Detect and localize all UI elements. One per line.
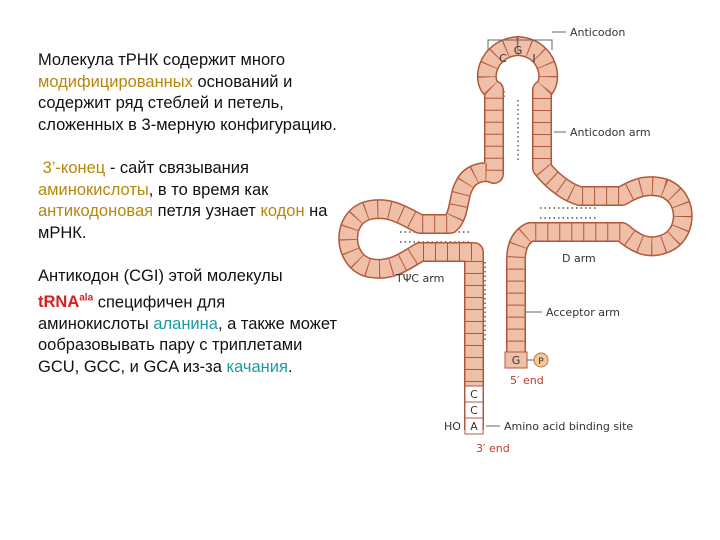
text-span: - сайт связывания <box>105 158 249 177</box>
ho-label: HO <box>444 420 461 433</box>
phosphate-label: P <box>538 357 544 367</box>
text-span: . <box>287 357 293 376</box>
highlight-wobble: качания <box>226 357 288 376</box>
three-prime-label: 3′ end <box>476 442 510 455</box>
anticodon-base-g: G <box>514 44 523 57</box>
text-span: петля узнает <box>153 202 261 221</box>
highlight-alanine: аланина <box>153 314 218 333</box>
trna-strand <box>338 36 693 430</box>
highlight-3-end: 3’-конец <box>42 158 106 177</box>
paragraph-anticodon: Антикодон (CGI) этой молекулы tRNAala сп… <box>38 266 338 378</box>
phosphate-icon <box>533 352 549 368</box>
highlight-anticodon: антикодоновая <box>38 202 154 221</box>
text-span: на мРНК. <box>38 202 328 242</box>
amino-site-label: Amino acid binding site <box>504 420 633 433</box>
tpsic-arm-label: TΨC arm <box>395 272 444 285</box>
acceptor-bases <box>464 385 484 435</box>
acceptor-base-a: A <box>470 420 478 433</box>
trna-superscript: ala <box>79 292 94 304</box>
text-span: специфичен для аминокислоты <box>38 293 226 333</box>
paragraph-function: 3’-конец - сайт связывания аминокислоты,… <box>38 158 338 244</box>
acceptor-base-c2: C <box>470 404 478 417</box>
anticodon-base-i: I <box>532 52 535 65</box>
anticodon-base-c: C <box>499 52 507 65</box>
anticodon-annotation <box>487 31 566 50</box>
trna-text: tRNA <box>38 293 80 312</box>
highlight-amino-acid: аминокислоты <box>38 180 149 199</box>
text-span: Антикодон (CGI) этой молекулы <box>38 266 283 285</box>
text-span: , в то время как <box>148 180 269 199</box>
acceptor-arm-label: Acceptor arm <box>546 306 620 319</box>
text-span: оснований и содержит ряд стеблей и петел… <box>38 72 337 134</box>
paragraph-structure: Молекула тРНК содержит много модифициров… <box>38 50 338 136</box>
text-span: Молекула тРНК содержит много <box>38 51 285 69</box>
anticodon-arm-label: Anticodon arm <box>570 126 651 139</box>
d-arm-label: D arm <box>562 252 596 265</box>
explanation-text: Молекула тРНК содержит много модифициров… <box>38 50 338 400</box>
trna-diagram: Anticodon C G I Anticodon arm D arm TΨC … <box>338 26 693 455</box>
five-prime-label: 5′ end <box>510 374 544 387</box>
trna-ala-label: tRNAala <box>38 292 94 312</box>
highlight-modified: модифицированных <box>38 72 193 91</box>
acceptor-base-c1: C <box>470 388 478 401</box>
anticodon-label: Anticodon <box>570 26 625 39</box>
base-g: G <box>512 354 521 367</box>
text-span: , а также может ообразовывать пару с три… <box>38 314 338 376</box>
highlight-codon: кодон <box>260 202 305 221</box>
